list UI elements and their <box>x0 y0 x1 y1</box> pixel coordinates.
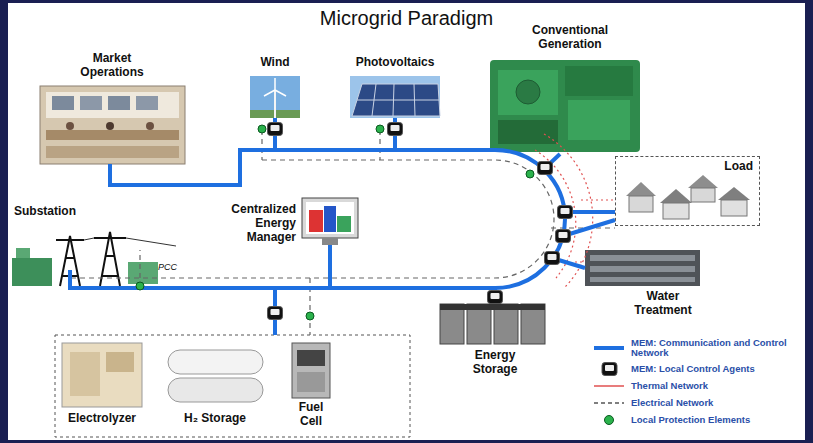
node-text: Substation <box>14 205 104 219</box>
connection-point-label: PCC <box>158 262 177 272</box>
component-label: Market Operations <box>62 52 162 80</box>
houses-picture <box>626 175 750 219</box>
node-text: Market Operations <box>62 52 162 80</box>
local-control-agents <box>268 123 573 320</box>
market-operations-picture <box>40 86 185 164</box>
electrolyzer-picture <box>62 343 142 407</box>
component-label: Energy Storage <box>455 349 535 377</box>
node-text: Wind <box>245 56 305 70</box>
line-sample <box>592 341 626 355</box>
component-label: Wind <box>245 56 305 70</box>
node-text: Conventional Generation <box>510 24 630 52</box>
node-text: H₂ Storage <box>163 412 267 426</box>
hydrogen-tank-picture <box>168 350 263 402</box>
battery-bank-picture <box>440 304 545 344</box>
component-label: Fuel Cell <box>289 401 333 429</box>
line-sample <box>592 379 626 393</box>
legend-row: Electrical Network <box>592 396 800 410</box>
component-label: Photovoltaics <box>340 56 450 70</box>
fuel-cell-picture <box>292 343 330 398</box>
legend-text: Electrical Network <box>631 398 799 408</box>
component-label: Centralized Energy Manager <box>212 203 296 244</box>
component-label: Water Treatment <box>622 290 704 318</box>
node-text: Electrolyzer <box>56 412 148 426</box>
legend: MEM: Communication and Control NetworkME… <box>592 338 800 430</box>
water-treatment-picture <box>585 250 700 286</box>
node-text: Load <box>622 160 753 174</box>
node-text: Fuel Cell <box>289 401 333 429</box>
line-sample <box>592 396 626 410</box>
communication-network <box>70 118 615 335</box>
thermal-network <box>535 134 615 288</box>
panel <box>8 3 805 440</box>
dot-sample <box>592 413 626 427</box>
legend-text: Thermal Network <box>631 381 799 391</box>
legend-text: MEM: Local Control Agents <box>631 364 799 374</box>
agent-sample <box>592 362 626 376</box>
generator-picture <box>490 60 640 152</box>
component-label: Conventional Generation <box>510 24 630 52</box>
legend-text: MEM: Communication and Control Network <box>631 338 799 359</box>
legend-row: Thermal Network <box>592 379 800 393</box>
group-outline <box>55 335 410 437</box>
photovoltaic-panel-picture <box>350 76 440 118</box>
electrical-network <box>70 130 615 335</box>
legend-text: Local Protection Elements <box>631 415 799 425</box>
component-label: H₂ Storage <box>163 412 267 426</box>
node-text: Water Treatment <box>622 290 704 318</box>
node-text: Photovoltaics <box>340 56 450 70</box>
component-label: Substation <box>14 205 104 219</box>
wind-turbine-picture <box>250 76 300 118</box>
diagram-title: Microgrid Paradigm <box>0 7 813 30</box>
component-label: Electrolyzer <box>56 412 148 426</box>
monitor-picture <box>302 198 358 245</box>
node-text: Centralized Energy Manager <box>212 203 296 244</box>
protection-elements <box>136 125 534 320</box>
load-group-box: Load <box>615 156 760 226</box>
legend-row: MEM: Local Control Agents <box>592 362 800 376</box>
legend-row: MEM: Communication and Control Network <box>592 338 800 359</box>
node-text: Energy Storage <box>455 349 535 377</box>
legend-row: Local Protection Elements <box>592 413 800 427</box>
